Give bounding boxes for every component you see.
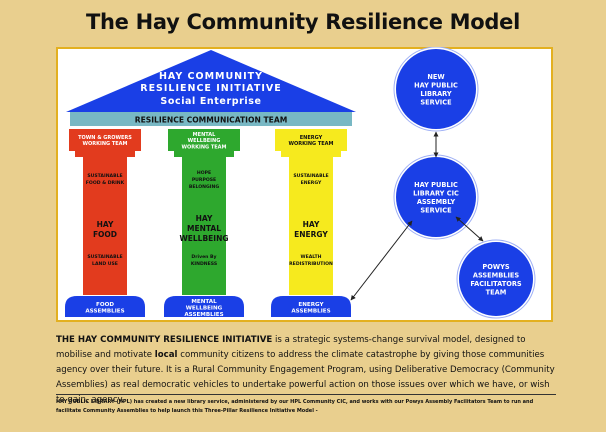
- pillar-team-line-3: WORKING TEAM: [181, 144, 226, 150]
- circle-label-line-1: HAY PUBLIC: [414, 181, 458, 189]
- pillar-mid-line-2: MENTAL: [187, 224, 221, 233]
- communication-banner: [70, 112, 352, 126]
- footnote: HAY PUBLIC LIBRARY (HPL) has created a n…: [56, 399, 534, 414]
- pillar-capital: [275, 129, 347, 151]
- circle-label-line-2: LIBRARY CIC: [413, 189, 459, 197]
- pillar-shaft: [182, 157, 226, 295]
- pillar-bottom-line-1: Driven By: [191, 254, 216, 260]
- page-title: The Hay Community Resilience Model: [86, 10, 520, 34]
- pillar-capital: [168, 129, 240, 151]
- pillar-bottom-line-2: KINDNESS: [191, 261, 217, 267]
- circle-label-line-1: NEW: [427, 73, 445, 81]
- roof-line-1: HAY COMMUNITY: [159, 71, 263, 82]
- pillar-mid-line-1: HAY: [97, 220, 114, 229]
- roof-line-3: Social Enterprise: [160, 96, 261, 107]
- circle-label-line-2: ASSEMBLIES: [473, 271, 520, 279]
- pillar-team-line-2: WORKING TEAM: [82, 141, 127, 147]
- pillar-base-label-line-2: WELLBEING: [186, 306, 223, 312]
- pillar-top-line-2: FOOD & DRINK: [86, 180, 125, 186]
- circle-label-line-4: SERVICE: [420, 98, 452, 106]
- pillar-mid-line-1: HAY: [303, 220, 320, 229]
- pillar-top-line-1: SUSTAINABLE: [87, 173, 122, 179]
- pillar-team-line-1: MENTAL: [193, 132, 216, 138]
- footnote-divider: [56, 394, 556, 395]
- circle-label-line-1: POWYS: [482, 263, 509, 271]
- pillar-mid-line-1: HAY: [196, 214, 213, 223]
- pillar-base: [65, 296, 145, 317]
- arrow-cic-to-energy-assemblies: [350, 220, 413, 301]
- pillar-bottom-line-2: LAND USE: [92, 261, 118, 267]
- pillar-neck: [174, 151, 234, 157]
- pillar-base-label-line-1: MENTAL: [191, 299, 217, 305]
- pillar-bottom-line-2: REDISTRIBUTION: [289, 261, 333, 267]
- pillar-team-line-1: ENERGY: [300, 135, 323, 141]
- description-part-1: is a strategic systems-change survival m…: [56, 335, 526, 360]
- pillar-mid-line-2: ENERGY: [294, 230, 328, 239]
- pillar-mid-line-3: WELLBEING: [179, 234, 228, 243]
- roof: [66, 50, 356, 112]
- pillar-top-line-1: SUSTAINABLE: [293, 173, 328, 179]
- pillar-top-line-1: HOPE: [197, 170, 211, 176]
- pillar-base-label-line-1: FOOD: [96, 302, 114, 308]
- description: THE HAY COMMUNITY RESILIENCE INITIATIVE …: [56, 333, 556, 408]
- circle-label-line-4: TEAM: [486, 288, 507, 296]
- arrow-cic-to-facilitators: [455, 216, 484, 242]
- banner-label: RESILIENCE COMMUNICATION TEAM: [135, 116, 288, 125]
- pillar-base-label-line-2: ASSEMBLIES: [291, 309, 330, 315]
- pillar-team-line-1: TOWN & GROWERS: [78, 135, 132, 141]
- circle-disc: [459, 242, 533, 316]
- pillar-bottom-line-1: WEALTH: [301, 254, 322, 260]
- pillar-base: [271, 296, 351, 317]
- resilience-model-diagram: HAY COMMUNITY RESILIENCE INITIATIVE Soci…: [65, 47, 536, 319]
- circle-label-line-2: HAY PUBLIC: [414, 81, 458, 89]
- pillar-shaft: [83, 157, 127, 295]
- pillar-top-line-3: BELONGING: [189, 184, 219, 190]
- pillar-base-label-line-1: ENERGY: [298, 302, 324, 308]
- pillar-shaft: [289, 157, 333, 295]
- pillar-bottom-line-1: SUSTAINABLE: [87, 254, 122, 260]
- circle-label-line-4: SERVICE: [420, 206, 452, 214]
- circle-label-line-3: FACILITATORS: [470, 280, 522, 288]
- circle-label-line-3: LIBRARY: [420, 90, 452, 98]
- circle-label-line-3: ASSEMBLY: [417, 198, 456, 206]
- pillar-neck: [75, 151, 135, 157]
- description-part-2: community citizens to address the climat…: [56, 350, 555, 405]
- pillar-base: [164, 296, 244, 317]
- pillar-top-line-2: ENERGY: [301, 180, 322, 186]
- pillar-base-label-line-3: ASSEMBLIES: [184, 312, 223, 318]
- pillar-base-label-line-2: ASSEMBLIES: [85, 309, 124, 315]
- roof-line-2: RESILIENCE INITIATIVE: [140, 83, 282, 94]
- description-lead: THE HAY COMMUNITY RESILIENCE INITIATIVE: [56, 335, 273, 345]
- pillar-neck: [281, 151, 341, 157]
- pillar-team-line-2: WORKING TEAM: [288, 141, 333, 147]
- pillar-capital: [69, 129, 141, 151]
- circle-disc: [396, 49, 476, 129]
- pillar-team-line-2: WELLBEING: [188, 138, 221, 144]
- pillar-mid-line-2: FOOD: [93, 230, 117, 239]
- pillar-top-line-2: PURPOSE: [192, 177, 216, 183]
- description-local: local: [154, 350, 178, 360]
